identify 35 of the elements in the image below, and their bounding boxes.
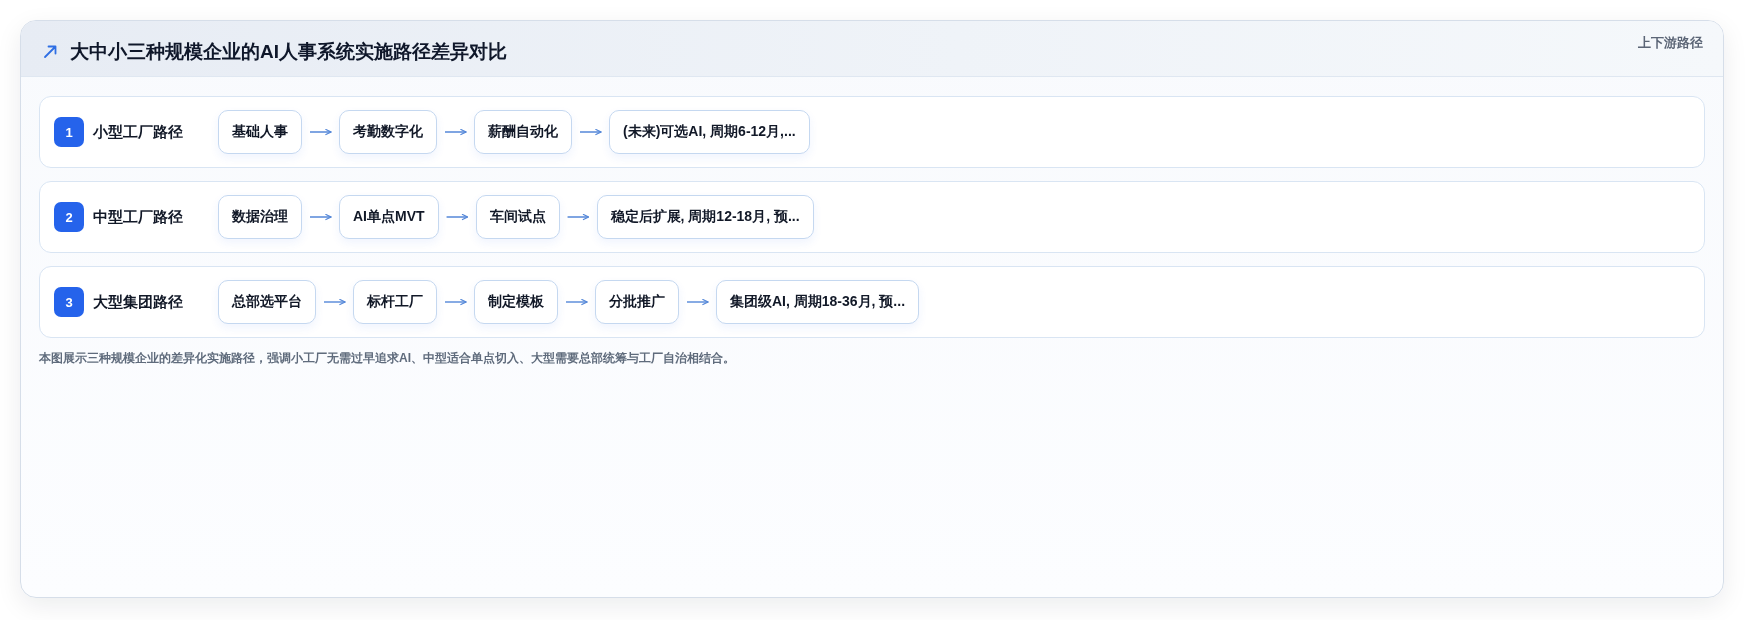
row-title: 中型工厂路径: [93, 207, 184, 227]
step-card: 稳定后扩展, 周期12-18月, 预...: [596, 195, 814, 239]
step-card: 车间试点: [475, 195, 560, 239]
step-card: 数据治理: [218, 195, 302, 239]
step-card: AI单点MVT: [339, 195, 439, 239]
step-card: 基础人事: [218, 110, 302, 154]
flow-arrow: [444, 298, 467, 306]
step-card: 总部选平台: [218, 280, 316, 324]
path-row-card: [39, 266, 1705, 338]
row-title: 小型工厂路径: [93, 122, 184, 142]
step-card: 薪酬自动化: [474, 110, 572, 154]
flow-arrow: [444, 128, 467, 136]
flow-arrow: [323, 298, 346, 306]
row-title: 大型集团路径: [93, 292, 184, 312]
step-card: 标杆工厂: [353, 280, 437, 324]
number-badge: 2: [54, 202, 84, 232]
diagram-title: 大中小三种规模企业的AI人事系统实施路径差异对比: [70, 39, 507, 64]
path-row-card: [39, 96, 1705, 168]
flow-arrow: [309, 128, 332, 136]
step-card: 集团级AI, 周期18-36月, 预...: [716, 280, 920, 324]
header-tag: 上下游路径: [1638, 35, 1703, 52]
step-card: (未来)可选AI, 周期6-12月,...: [609, 110, 810, 154]
flow-arrow: [445, 213, 469, 221]
step-card: 考勤数字化: [339, 110, 437, 154]
caption-text: 本图展示三种规模企业的差异化实施路径，强调小工厂无需过早追求AI、中型适合单点切入、大型需要总部统筹与工厂自治相结合。: [39, 350, 736, 367]
flow-arrow: [565, 298, 588, 306]
flow-arrow: [566, 213, 590, 221]
flow-arrow: [686, 298, 709, 306]
number-badge: 3: [54, 287, 84, 317]
flow-arrow: [309, 213, 332, 221]
path-row-card: [39, 181, 1705, 253]
flow-arrow: [579, 128, 602, 136]
number-badge: 1: [54, 117, 84, 147]
step-card: 制定模板: [474, 280, 558, 324]
step-card: 分批推广: [595, 280, 679, 324]
